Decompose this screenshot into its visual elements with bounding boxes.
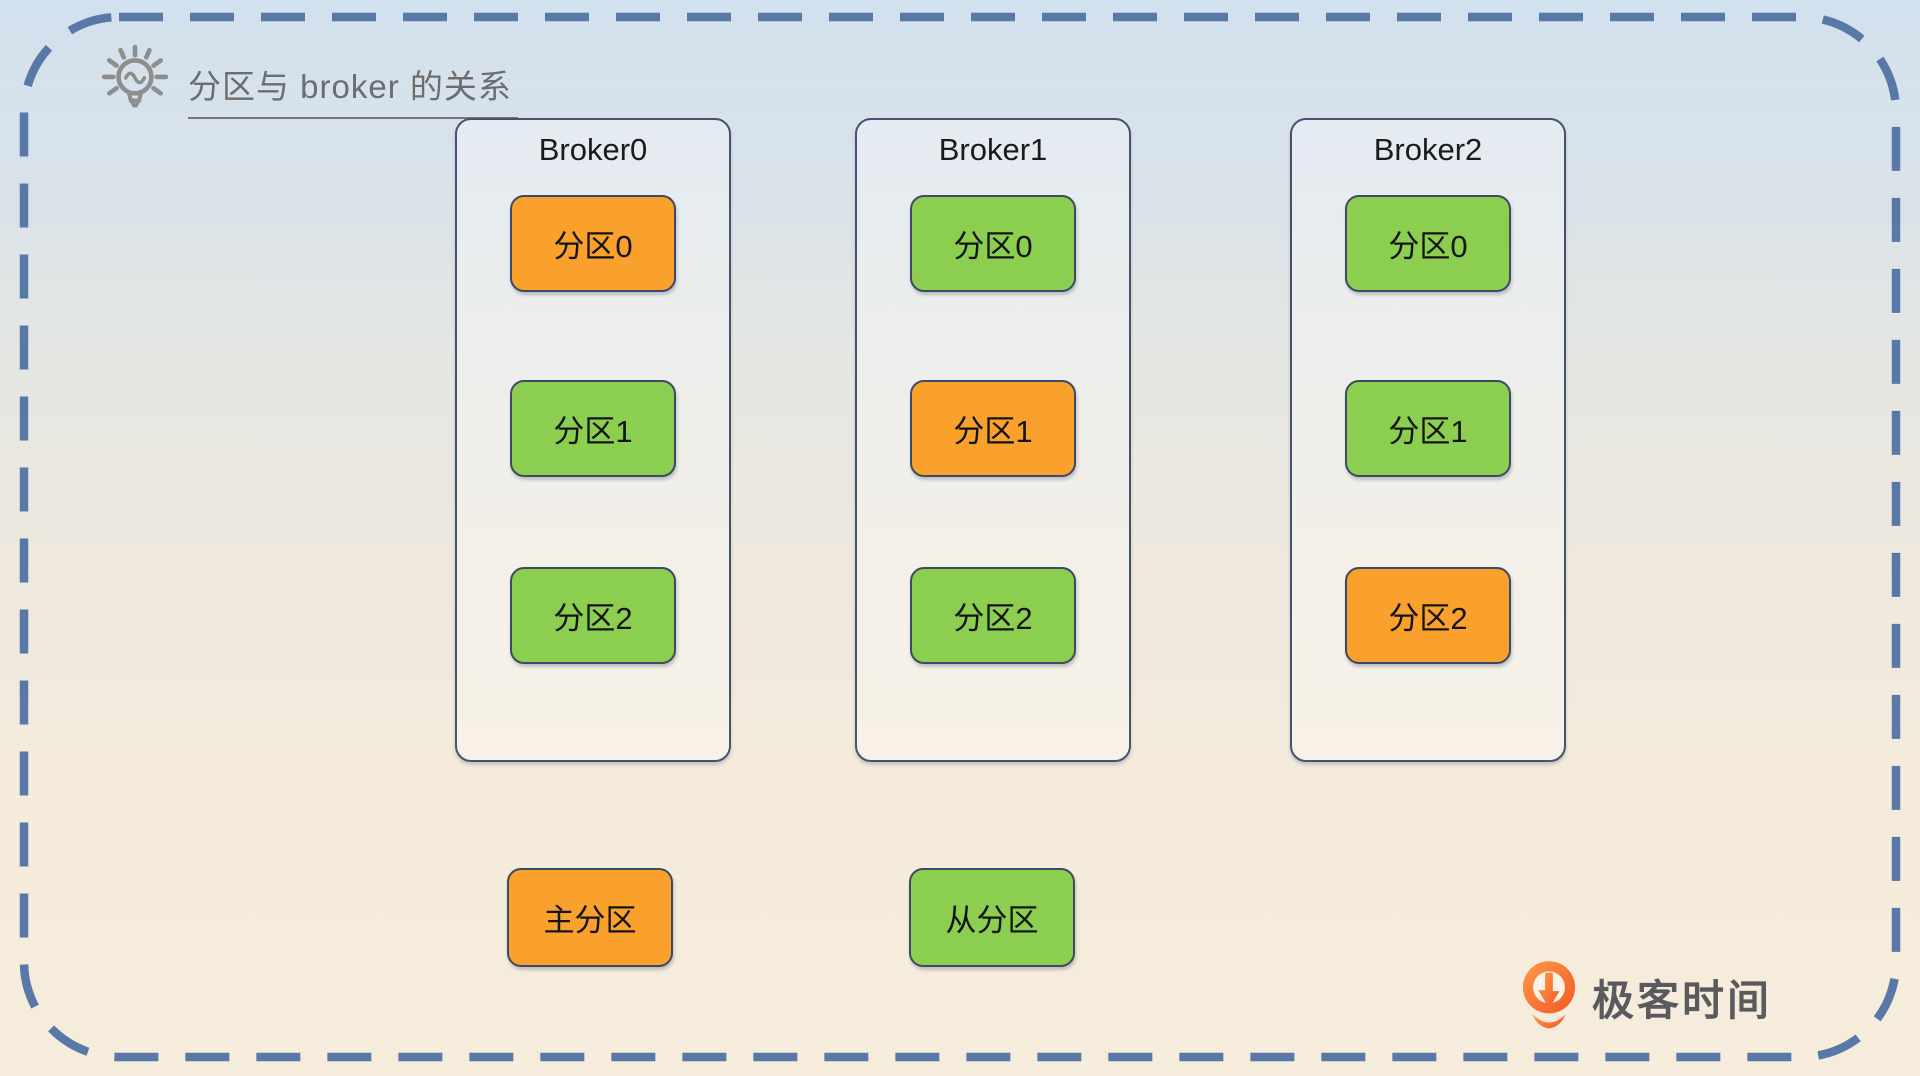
legend-leader-box: 主分区 xyxy=(507,868,673,967)
partition-box: 分区2 xyxy=(910,567,1076,664)
broker-box-1: Broker1 分区0 分区1 分区2 xyxy=(855,118,1131,762)
broker-title: Broker0 xyxy=(538,132,648,167)
broker-title: Broker2 xyxy=(1373,132,1483,167)
broker-box-0: Broker0 分区0 分区1 分区2 xyxy=(455,118,731,762)
broker-title: Broker1 xyxy=(938,132,1048,167)
partition-box: 分区0 xyxy=(910,195,1076,292)
broker-box-2: Broker2 分区0 分区1 分区2 xyxy=(1290,118,1566,762)
lightbulb-icon xyxy=(101,44,169,108)
partition-box: 分区1 xyxy=(510,380,676,477)
partition-box: 分区2 xyxy=(510,567,676,664)
partition-box: 分区1 xyxy=(910,380,1076,477)
geektime-logo-text: 极客时间 xyxy=(1592,976,1773,1024)
partition-box: 分区0 xyxy=(1345,195,1511,292)
page-title: 分区与 broker 的关系 xyxy=(188,60,518,119)
legend-follower-box: 从分区 xyxy=(909,868,1075,967)
partition-box: 分区1 xyxy=(1345,380,1511,477)
geektime-logo-icon xyxy=(1522,961,1576,1029)
watermark: 极客时间 xyxy=(1520,958,1772,1034)
partition-box: 分区2 xyxy=(1345,567,1511,664)
title-section: 分区与 broker 的关系 xyxy=(100,44,518,119)
partition-box: 分区0 xyxy=(510,195,676,292)
